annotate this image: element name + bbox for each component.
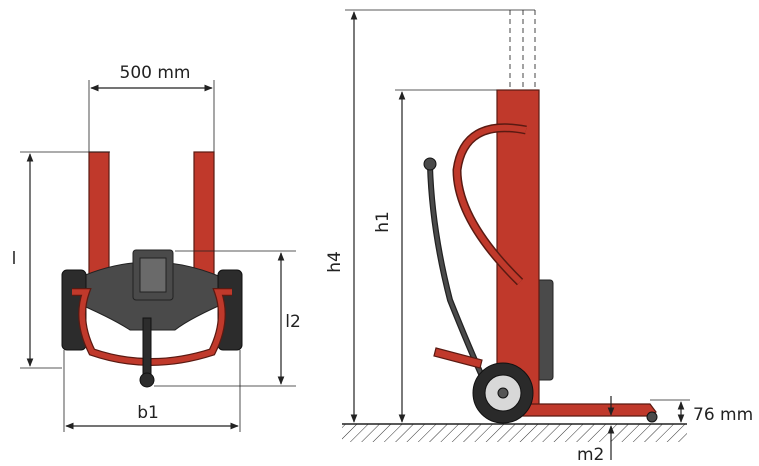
pump-lever: [142, 317, 152, 377]
side-lever-knob: [423, 157, 437, 171]
height-h4-label: h4: [325, 251, 345, 273]
left-fork: [88, 151, 110, 283]
fork-roller: [646, 411, 658, 423]
side-fork: [519, 403, 657, 417]
front-view: [61, 151, 243, 388]
height-h1-label: h1: [373, 211, 393, 233]
width-forks-label: 500 mm: [120, 63, 191, 83]
front-dimensions: 500 mm l l2 b1: [12, 63, 301, 432]
right-fork: [193, 151, 215, 283]
ground-clearance-label: m2: [577, 445, 604, 465]
length-l2-label: l2: [285, 312, 301, 332]
fork-height-label: 76 mm: [693, 405, 753, 425]
mast: [496, 89, 540, 411]
ground-hatch: [342, 424, 687, 442]
length-l-label: l: [12, 249, 17, 269]
foot-pedal: [433, 347, 483, 369]
width-b1-label: b1: [137, 403, 159, 423]
side-dimensions: h4 h1 76 mm m2: [325, 9, 753, 465]
side-view: [342, 10, 687, 442]
lever-knob: [139, 372, 155, 388]
